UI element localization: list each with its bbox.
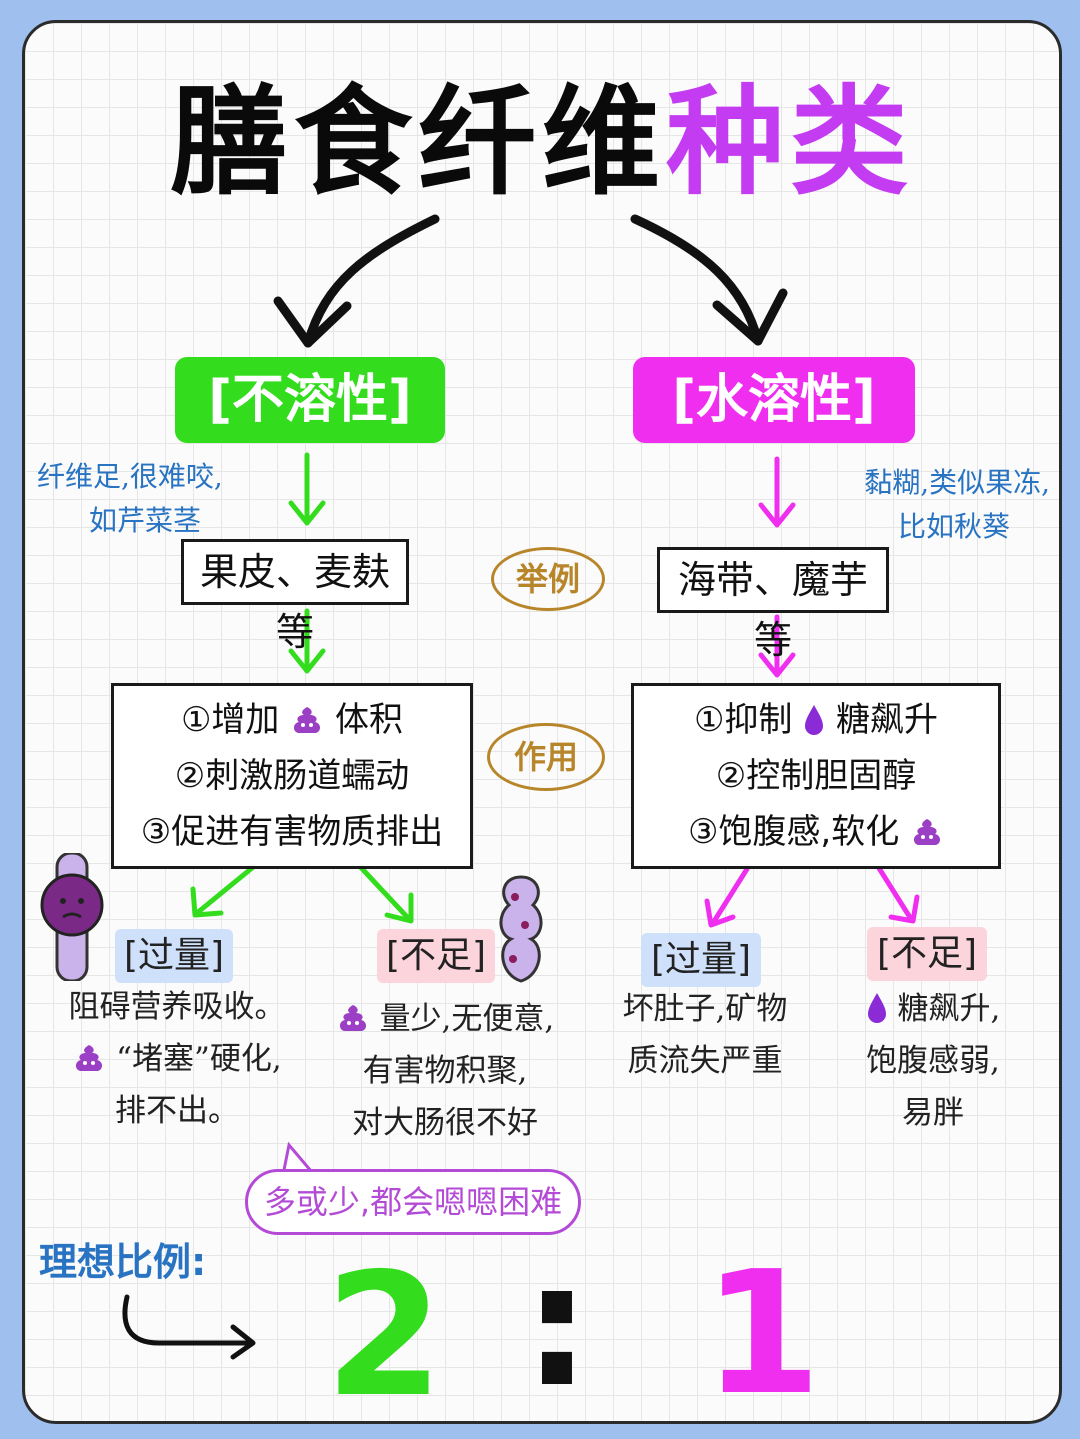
function-oval: 作用 — [487, 723, 605, 791]
effect-line: 饱腹感弱, — [866, 1043, 1000, 1079]
arrow-icon — [303, 214, 440, 348]
effect-line: 质流失严重 — [627, 1043, 783, 1079]
soluble-excess-badge: [过量] — [641, 933, 761, 987]
effect-line: “堵塞”硬化, — [47, 1033, 307, 1085]
blocked-intestine-icon — [40, 853, 104, 981]
ratio-separator: : — [523, 1227, 591, 1424]
soluble-deficit-badge: [不足] — [867, 927, 987, 981]
poop-icon — [914, 819, 941, 845]
poop-icon — [339, 1005, 366, 1031]
page-title: 膳食纤维种类 — [25, 77, 1059, 208]
effect-line: 糖飙升, — [833, 983, 1033, 1035]
insoluble-deficit-text: 量少,无便意, 有害物积聚, 对大肠很不好 — [315, 993, 575, 1149]
effect-line: 量少,无便意, — [315, 993, 575, 1045]
ratio-arrow-icon — [122, 1294, 256, 1360]
arrow-icon — [273, 296, 352, 348]
function-1-suffix: 糖飙升 — [836, 700, 939, 740]
soluble-note-line2: 比如秋葵 — [897, 510, 1010, 543]
insoluble-function-2: ②刺激肠道蠕动 — [174, 756, 410, 796]
effect-line-text: 量少,无便意, — [379, 1001, 555, 1037]
title-part1: 膳食纤维 — [169, 73, 666, 211]
soluble-excess-text: 坏肚子,矿物 质流失严重 — [595, 983, 815, 1087]
ratio-label: 理想比例: — [39, 1240, 207, 1284]
effect-line: 易胖 — [902, 1095, 964, 1131]
drop-icon — [805, 705, 824, 735]
soluble-example-box: 海带、魔芋等 — [657, 547, 889, 662]
soluble-function-3: ③饱腹感,软化 — [638, 804, 994, 860]
infographic-card: 膳食纤维种类 [不溶性] [水溶性] 纤维足,很难咬, 如芹菜茎 黏糊,类似果冻 — [22, 20, 1062, 1424]
bubble-tail — [281, 1141, 313, 1176]
insoluble-note-line2: 如芹菜茎 — [89, 504, 202, 537]
effect-line: 对大肠很不好 — [352, 1105, 538, 1141]
effect-line: 有害物积聚, — [362, 1053, 528, 1089]
drop-icon — [867, 993, 886, 1023]
speech-bubble: 多或少,都会嗯嗯困难 — [245, 1169, 581, 1235]
poop-icon — [76, 1045, 103, 1071]
soluble-tag: [水溶性] — [633, 357, 915, 443]
function-1-prefix: ①增加 — [180, 700, 280, 740]
example-oval: 举例 — [491, 547, 605, 611]
insoluble-note: 纤维足,很难咬, 如芹菜茎 — [37, 455, 277, 543]
title-part2: 种类 — [666, 73, 915, 211]
soluble-function-1: ①抑制 糖飙升 — [638, 692, 994, 748]
soluble-note: 黏糊,类似果冻, 比如秋葵 — [825, 461, 1050, 549]
poop-icon — [294, 707, 321, 733]
insoluble-note-line1: 纤维足,很难咬, — [37, 460, 223, 493]
soluble-deficit-text: 糖飙升, 饱腹感弱, 易胖 — [833, 983, 1033, 1139]
effect-line: 坏肚子,矿物 — [622, 991, 788, 1027]
arrow-icon — [712, 288, 788, 346]
insoluble-deficit-badge: [不足] — [377, 929, 495, 983]
insoluble-function-1: ①增加 体积 — [118, 692, 466, 748]
insoluble-function-box: ①增加 体积 ②刺激肠道蠕动 ③促进有害物质排出 — [111, 683, 473, 869]
soluble-function-box: ①抑制 糖飙升 ②控制胆固醇 ③饱腹感,软化 — [631, 683, 1001, 869]
soluble-function-2: ②控制胆固醇 — [715, 756, 917, 796]
function-1-suffix: 体积 — [335, 700, 404, 740]
effect-line-text: “堵塞”硬化, — [116, 1041, 282, 1077]
insoluble-example-box: 果皮、麦麸等 — [181, 539, 409, 654]
arrow-icon — [630, 214, 763, 346]
insoluble-tag: [不溶性] — [175, 357, 445, 443]
function-3-text: ③饱腹感,软化 — [687, 812, 900, 852]
function-1-prefix: ①抑制 — [693, 700, 793, 740]
effect-line: 排不出。 — [115, 1093, 239, 1129]
connector-arrows — [190, 214, 920, 928]
insoluble-excess-text: 阻碍营养吸收。 “堵塞”硬化, 排不出。 — [47, 981, 307, 1137]
effect-line-text: 糖飙升, — [897, 991, 1001, 1027]
insoluble-function-3: ③促进有害物质排出 — [140, 812, 444, 852]
effect-line: 阻碍营养吸收。 — [68, 989, 286, 1025]
soluble-note-line1: 黏糊,类似果冻, — [864, 466, 1050, 499]
empty-intestine-icon — [499, 875, 543, 983]
ratio-soluble: 1 — [703, 1235, 822, 1424]
ratio-insoluble: 2 — [325, 1237, 444, 1424]
insoluble-excess-badge: [过量] — [115, 929, 233, 983]
